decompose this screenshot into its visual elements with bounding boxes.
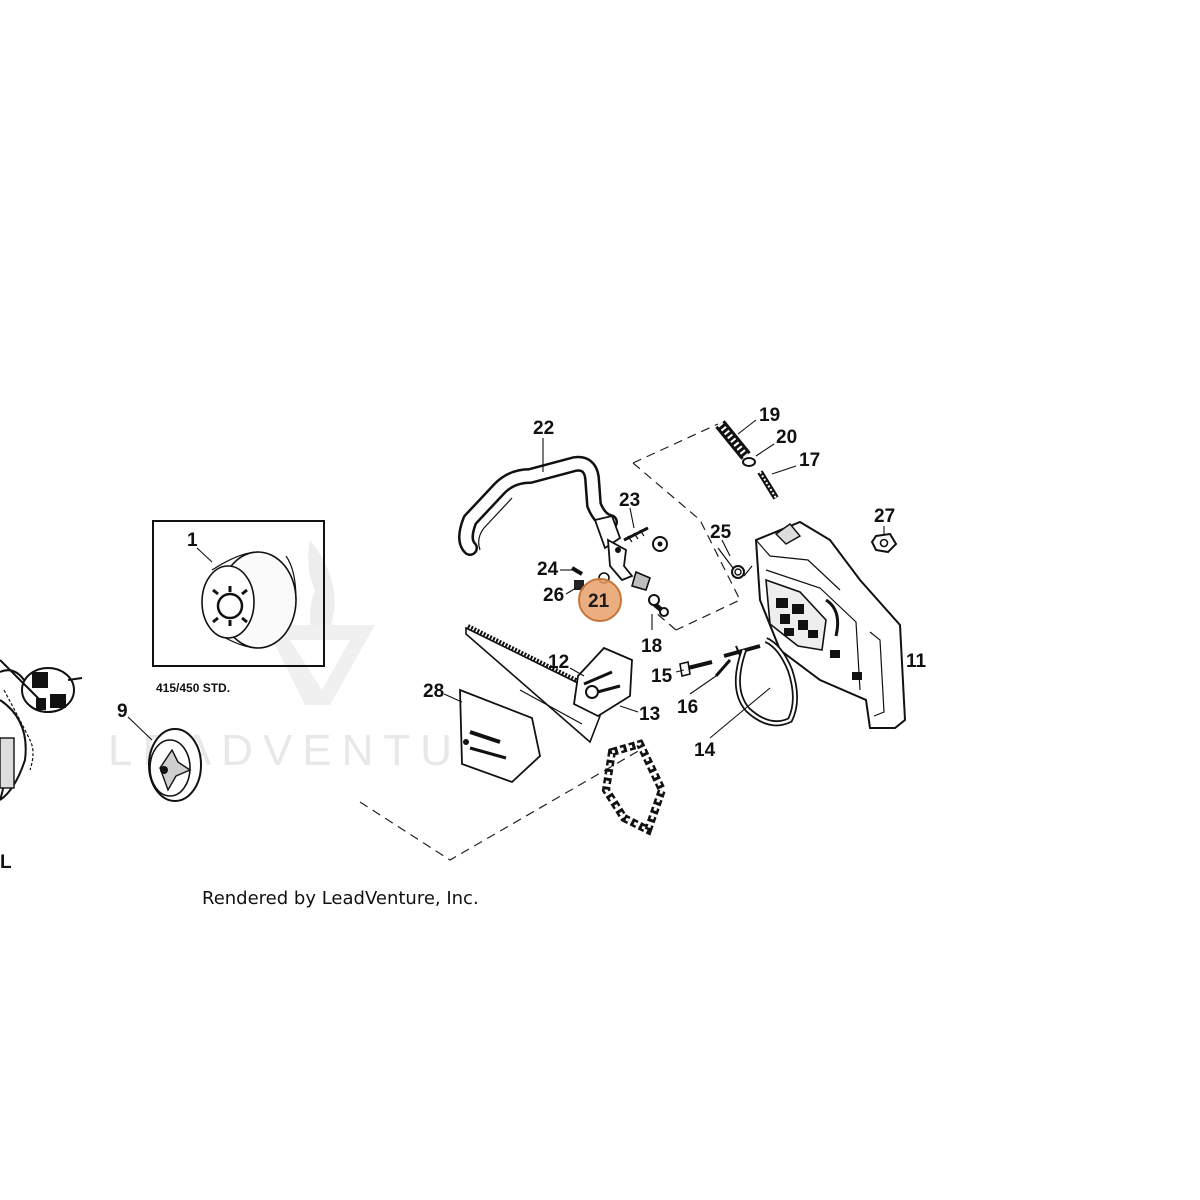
nut-27-icon [870,532,898,554]
adjuster-screws-icon [679,644,761,677]
callout-18[interactable]: 18 [641,636,662,657]
callout-28[interactable]: 28 [423,681,444,702]
callout-11-number[interactable]: 11 [906,651,927,672]
callout-25[interactable]: 25 [710,522,732,543]
guide-bar-and-chain-icon [465,624,667,836]
selected-callout-highlight [578,578,622,622]
callout-14-number[interactable]: 14 [694,740,716,761]
brake-band-14-icon [734,637,798,727]
credit-text: Rendered by LeadVenture, Inc. [202,888,479,909]
callout-21[interactable]: 21 [588,591,610,612]
bar-plate-12-icon [573,646,633,718]
callout-19[interactable]: 19 [759,405,780,426]
sprocket-part-icon [148,728,202,802]
callout-26[interactable]: 26 [543,585,564,606]
callout-13-number[interactable]: 13 [639,704,660,725]
spring-parts-icon [715,420,779,500]
callout-22[interactable]: 22 [533,418,554,439]
clutch-drum-icon [201,551,297,649]
callout-16[interactable]: 16 [677,697,698,718]
selected-callout-21[interactable]: 21 [578,578,622,622]
callout-15[interactable]: 15 [651,666,673,687]
edge-fragment-label: L [0,852,12,873]
inset-box: 1 415/450 STD. [152,520,325,695]
inner-plate-28-icon [459,688,541,784]
callout-1[interactable]: 1 [187,530,198,551]
spring-19-icon [715,420,751,460]
callout-20[interactable]: 20 [776,427,797,448]
assembly-lines [359,423,741,861]
left-edge-clutch-drawing [0,659,83,801]
callout-12-number[interactable]: 12 [548,652,569,673]
washer-20-icon [742,457,756,467]
callout-9[interactable]: 9 [117,701,128,722]
screw-17-icon [757,470,779,500]
inset-label: 415/450 STD. [156,681,230,695]
front-handle-part-icon [458,455,622,556]
callout-24[interactable]: 24 [537,559,559,580]
callout-23[interactable]: 23 [619,490,640,511]
callout-27[interactable]: 27 [874,506,895,527]
callout-17[interactable]: 17 [799,450,820,471]
torsion-spring-25-icon [717,547,753,579]
side-cover-11-icon [754,520,907,729]
